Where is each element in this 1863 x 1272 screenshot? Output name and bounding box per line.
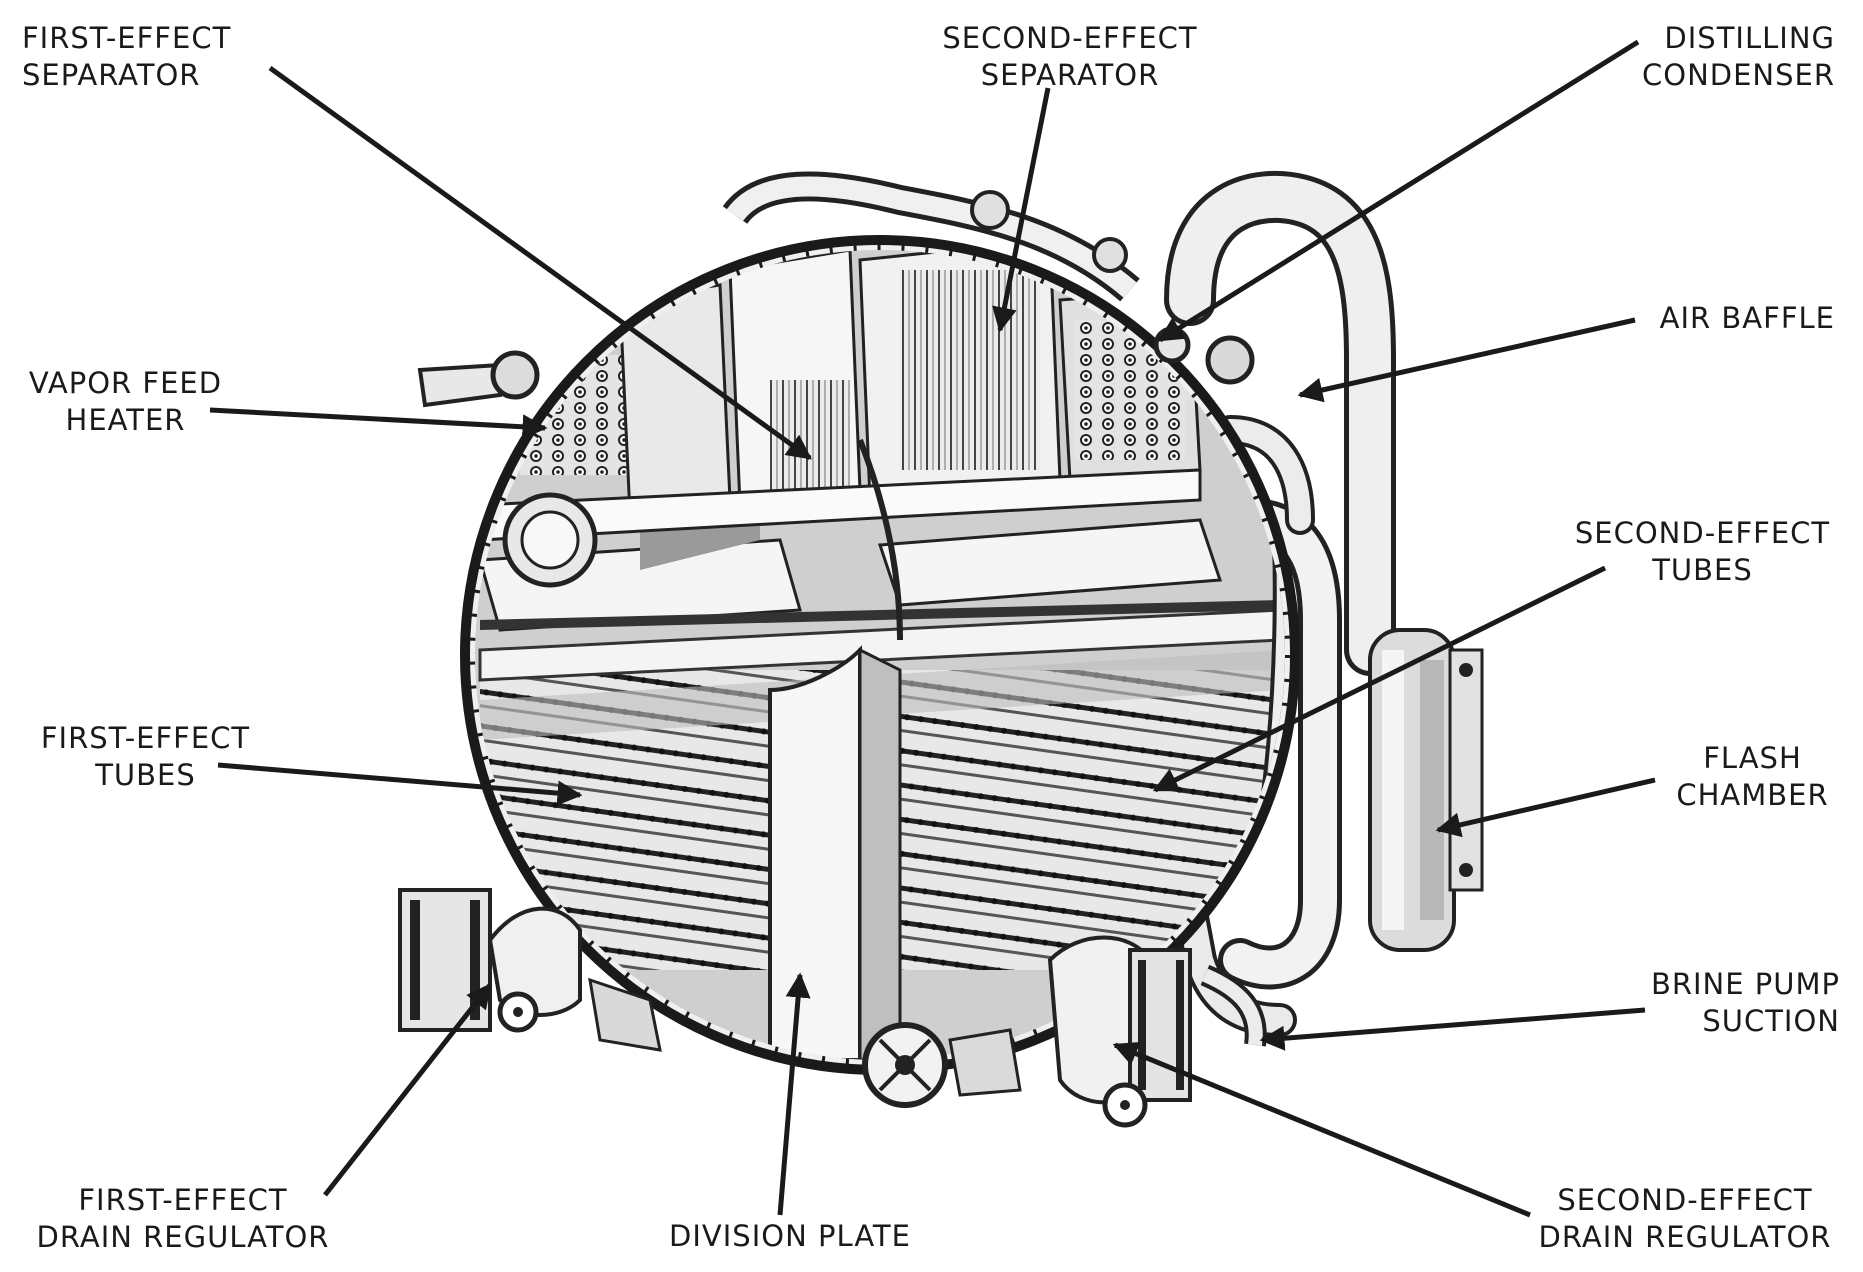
external-piping (1164, 170, 1396, 1037)
label-air-baffle: AIR BAFFLE (1659, 301, 1835, 335)
top-piping (722, 171, 1255, 385)
leader-second-effect-drain-regulator (1112, 1041, 1531, 1218)
heater-inlet-pipe (417, 350, 540, 408)
leader-distilling-condenser (1157, 39, 1640, 343)
leader-air-baffle (1297, 317, 1636, 403)
label-brine-pump-suction: BRINE PUMP SUCTION (1650, 967, 1840, 1038)
leader-second-effect-separator (992, 87, 1051, 333)
leader-lines (209, 39, 1656, 1218)
label-second-effect-tubes: SECOND-EFFECT TUBES (1574, 516, 1831, 587)
label-flash-chamber: FLASH CHAMBER (1676, 741, 1829, 812)
label-division-plate: DIVISION PLATE (669, 1219, 911, 1253)
label-first-effect-tubes: FIRST-EFFECT TUBES (40, 721, 251, 792)
label-first-effect-separator: FIRST-EFFECT SEPARATOR (22, 21, 232, 92)
leader-first-effect-drain-regulator (323, 983, 492, 1197)
leader-second-effect-tubes (1152, 565, 1607, 793)
flash-chamber-vessel (1368, 628, 1484, 952)
label-vapor-feed-heater: VAPOR FEED HEATER (28, 366, 223, 437)
leader-vapor-feed-heater (209, 407, 548, 440)
leader-first-effect-tubes (217, 762, 583, 806)
label-distilling-condenser: DISTILLING CONDENSER (1642, 21, 1835, 92)
leader-division-plate (777, 972, 811, 1216)
label-first-effect-drain-regulator: FIRST-EFFECT DRAIN REGULATOR (36, 1183, 330, 1254)
leader-flash-chamber (1435, 777, 1656, 838)
evaporator-shell (460, 235, 1300, 1075)
leader-first-effect-separator (268, 65, 813, 461)
label-second-effect-drain-regulator: SECOND-EFFECT DRAIN REGULATOR (1538, 1183, 1832, 1254)
leader-brine-pump-suction (1259, 1007, 1646, 1051)
label-second-effect-separator: SECOND-EFFECT SEPARATOR (942, 21, 1198, 92)
